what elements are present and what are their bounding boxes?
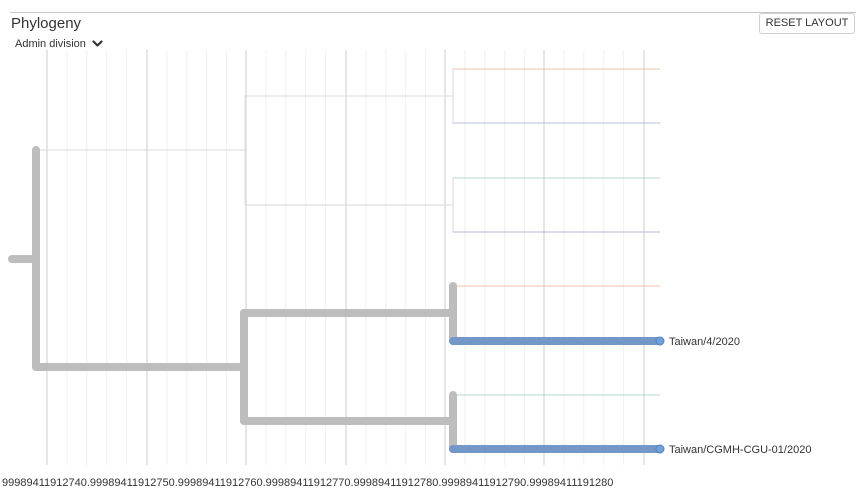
chevron-down-icon: [92, 40, 103, 47]
color-by-label: Admin division: [15, 38, 86, 50]
color-by-dropdown[interactable]: Admin division: [15, 38, 103, 50]
panel-top-rule: [10, 12, 856, 13]
tip-label: Taiwan/4/2020: [669, 336, 740, 348]
tip-node[interactable]: [655, 336, 665, 346]
tip-label: Taiwan/CGMH-CGU-01/2020: [669, 444, 811, 456]
axis-tick-labels: 99989411912740.99989411912750.9998941191…: [2, 477, 613, 489]
panel-title: Phylogeny: [11, 15, 82, 32]
tip-node[interactable]: [655, 444, 665, 454]
reset-layout-button[interactable]: RESET LAYOUT: [759, 13, 855, 34]
